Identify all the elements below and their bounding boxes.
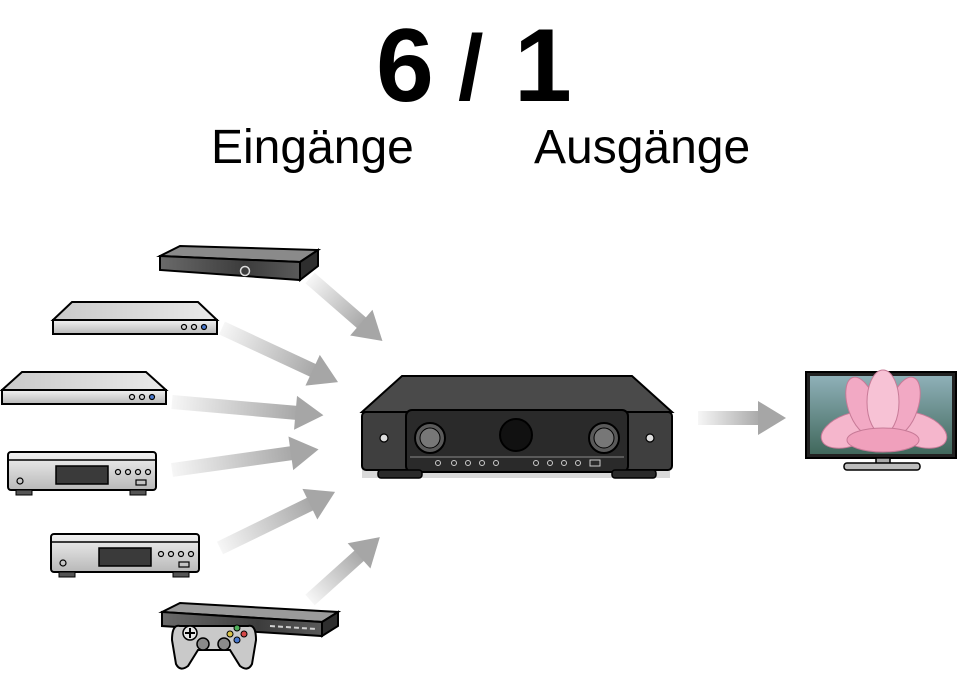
outputs-label: Ausgänge: [534, 121, 751, 174]
arrow-icon: [219, 321, 339, 386]
lotus-flower-icon: [820, 369, 948, 453]
arrow-icon: [216, 488, 336, 555]
arrow-icon: [305, 272, 383, 341]
arrow-icon: [171, 436, 319, 477]
media-player-icon: [50, 533, 200, 578]
av-receiver-icon: [359, 375, 675, 479]
arrow-icon: [305, 537, 380, 606]
count-separator: /: [458, 17, 484, 119]
output-count: 1: [514, 8, 572, 124]
inputs-label: Eingänge: [211, 121, 414, 174]
gamepad-icon: [170, 624, 258, 670]
set-top-box-icon: [156, 244, 322, 283]
cd-player-icon: [7, 451, 157, 496]
game-console-icon: [158, 601, 342, 670]
arrow-icon: [171, 395, 324, 430]
input-arrows: [171, 272, 383, 606]
blu-ray-player-icon: [50, 301, 220, 335]
input-count: 6: [376, 8, 434, 124]
dvd-player-icon: [0, 371, 169, 405]
output-arrow-icon: [698, 401, 786, 435]
tv-icon: [805, 369, 957, 471]
